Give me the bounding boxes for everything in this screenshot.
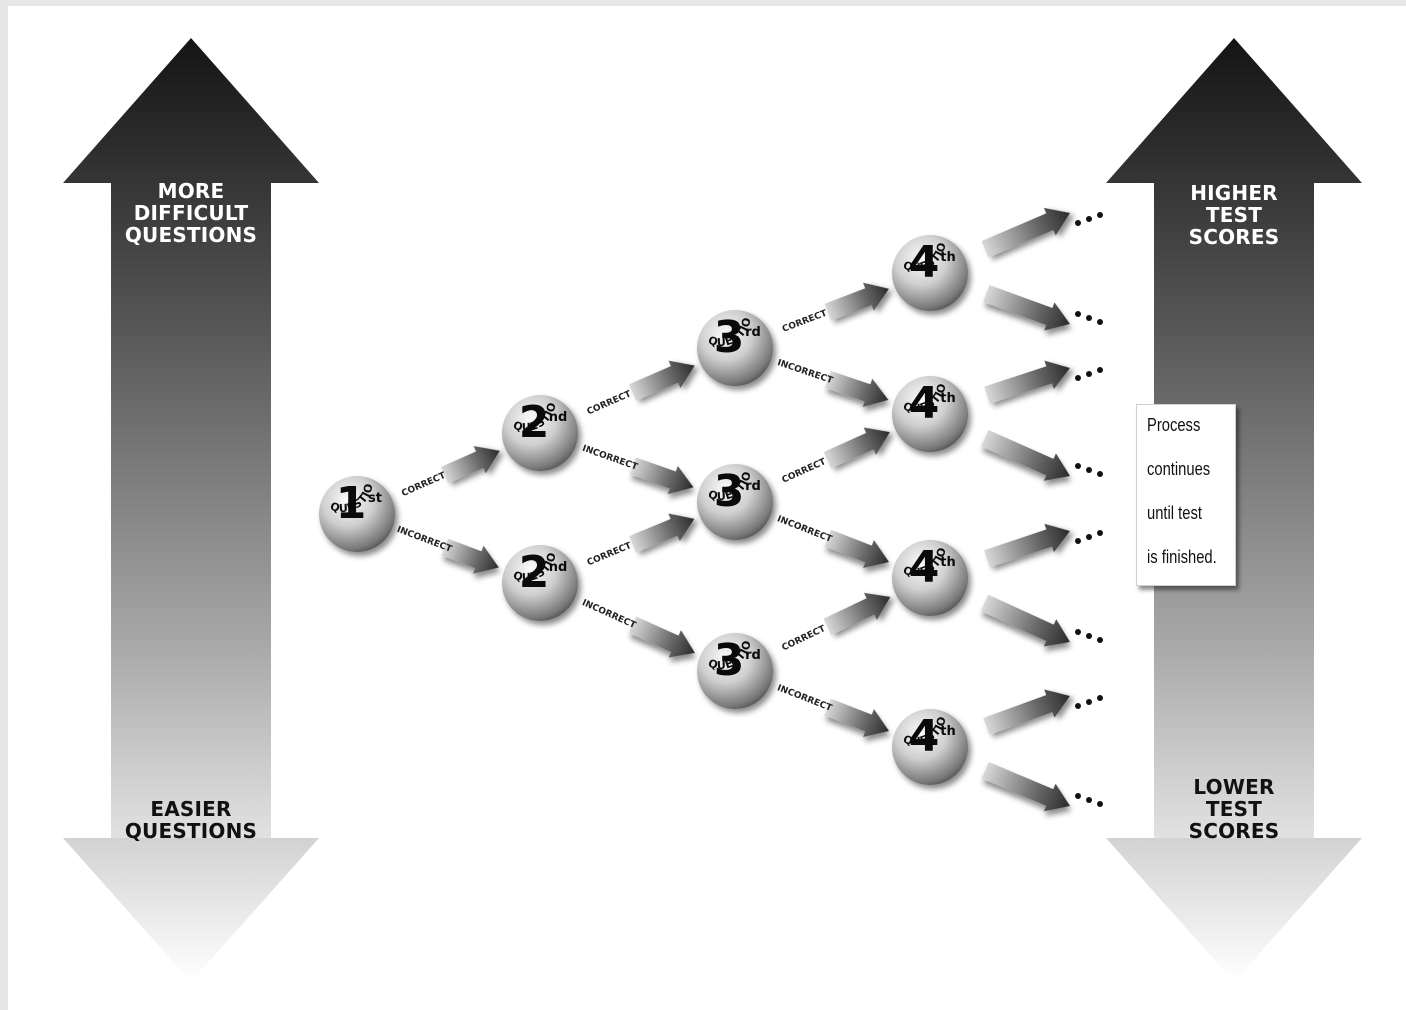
incorrect-label: INCORRECT [580, 598, 638, 631]
ellipsis-dots [1075, 212, 1103, 226]
correct-branch-arrow [824, 282, 889, 321]
process-note: Process continues until test is finished… [1136, 404, 1236, 586]
ordinal-suffix: st [368, 491, 382, 506]
note-line: continues [1147, 459, 1211, 479]
ellipsis-dots [1075, 367, 1103, 381]
continuation-arrow [981, 762, 1071, 812]
diagram-canvas: CORRECT INCORRECT CORRECT INCORRECT CORRECT I… [8, 6, 1406, 1010]
incorrect-label: INCORRECT [776, 514, 834, 545]
question-number: 4 [909, 711, 940, 762]
continuation-arrow [984, 523, 1071, 568]
incorrect-branch-arrow [824, 698, 890, 738]
sphere-shape [892, 235, 968, 311]
note-line: Process [1147, 415, 1201, 435]
incorrect-branch-arrow [629, 457, 694, 495]
incorrect-label: INCORRECT [581, 444, 640, 473]
ellipsis-dots [1075, 629, 1103, 643]
sphere-shape [502, 545, 578, 621]
ellipsis-dots [1075, 695, 1103, 709]
correct-label: CORRECT [586, 541, 634, 569]
higher-scores-label: HIGHER TEST SCORES [1188, 181, 1280, 249]
continuation-arrow [983, 689, 1071, 735]
continuation-arrows [980, 207, 1103, 812]
question-number: 4 [909, 542, 940, 593]
question-number: 1 [336, 478, 367, 529]
question-word: QUESTION [8, 6, 559, 584]
note-line: until test [1147, 503, 1202, 523]
question-number: 4 [909, 237, 940, 288]
ellipsis-dots [1075, 530, 1103, 544]
question-node-q2b: 2ndQUESTION [8, 6, 578, 621]
continuation-arrow [981, 207, 1070, 258]
sphere-shape [502, 395, 578, 471]
sphere-shape [319, 476, 395, 552]
question-number: 3 [714, 312, 745, 363]
ordinal-suffix: nd [549, 410, 568, 425]
question-number: 2 [519, 547, 550, 598]
adaptive-test-diagram: CORRECT INCORRECT CORRECT INCORRECT CORRECT I… [8, 6, 1362, 982]
continuation-arrow [983, 285, 1071, 331]
correct-branch-arrow [823, 592, 891, 636]
sphere-shape [697, 633, 773, 709]
correct-branch-arrow [440, 445, 500, 484]
correct-label: CORRECT [780, 624, 828, 654]
more-difficult-label: MORE DIFFICULT QUESTIONS [124, 179, 258, 247]
ordinal-suffix: th [940, 250, 955, 265]
correct-label: CORRECT [586, 389, 634, 417]
ellipsis-dots [1075, 463, 1103, 477]
incorrect-branch-arrow [824, 529, 890, 569]
continuation-arrow [984, 360, 1070, 404]
incorrect-branch-arrow [441, 538, 499, 574]
ellipsis-dots [1075, 311, 1103, 325]
question-number: 3 [714, 635, 745, 686]
correct-branch-arrow [629, 360, 695, 401]
correct-label: CORRECT [400, 471, 448, 500]
ordinal-suffix: th [940, 555, 955, 570]
ordinal-suffix: rd [745, 479, 761, 494]
question-number: 3 [714, 466, 745, 517]
correct-label: CORRECT [781, 457, 829, 486]
incorrect-branch-arrow [628, 616, 695, 658]
incorrect-label: INCORRECT [395, 525, 454, 555]
incorrect-branch-arrow [825, 370, 889, 408]
sphere-shape [697, 310, 773, 386]
left-arrow-down-shape [63, 838, 319, 982]
sphere-shape [892, 376, 968, 452]
ellipsis-dots [1075, 793, 1103, 807]
continuation-arrow [981, 430, 1070, 481]
left-double-arrow [63, 38, 319, 982]
lower-scores-label: LOWER TEST SCORES [1188, 775, 1280, 843]
question-number: 4 [909, 378, 940, 429]
sphere-shape [892, 709, 968, 785]
continuation-arrow [980, 594, 1071, 647]
branch-arrows [440, 282, 891, 738]
correct-branch-arrow [823, 427, 890, 469]
ordinal-suffix: rd [745, 325, 761, 340]
right-arrow-down-shape [1106, 838, 1362, 982]
note-line: is finished. [1147, 547, 1217, 567]
question-number: 2 [519, 397, 550, 448]
incorrect-label: INCORRECT [776, 358, 835, 386]
correct-branch-arrow [629, 513, 695, 553]
ordinal-suffix: th [940, 724, 955, 739]
correct-label: CORRECT [781, 308, 829, 335]
ordinal-suffix: rd [745, 648, 761, 663]
incorrect-label: INCORRECT [776, 683, 834, 714]
ordinal-suffix: th [940, 391, 955, 406]
sphere-shape [697, 464, 773, 540]
easier-label: EASIER QUESTIONS [124, 797, 258, 843]
sphere-shape [892, 540, 968, 616]
ordinal-suffix: nd [549, 560, 568, 575]
left-arrow-up-shape [63, 38, 319, 846]
